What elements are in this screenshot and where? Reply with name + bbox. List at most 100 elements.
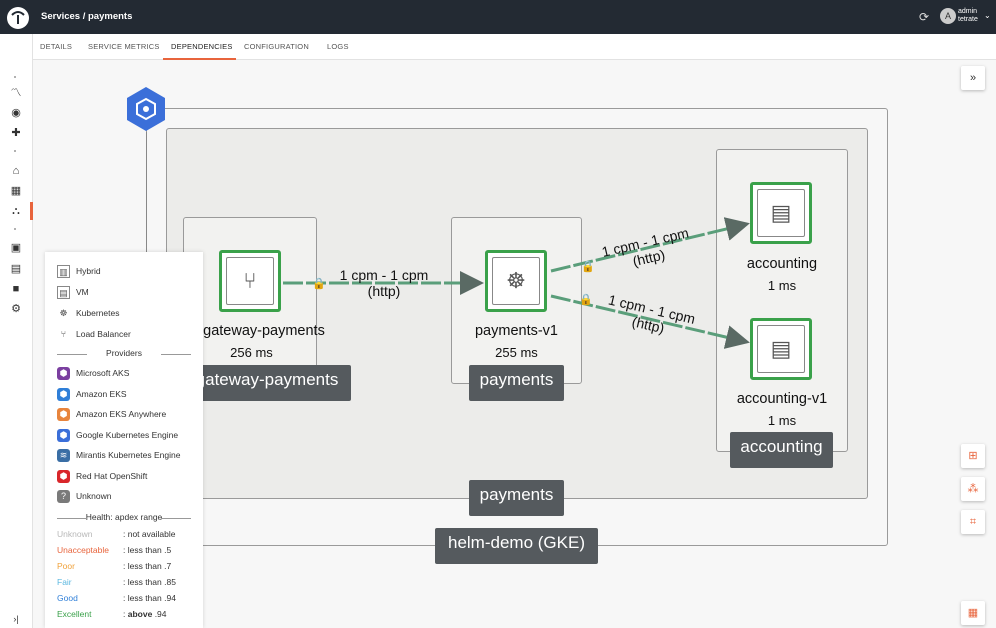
avatar[interactable]: A [940, 8, 956, 24]
legend-item: ≋Mirantis Kubernetes Engine [57, 448, 181, 463]
vm-icon: ▤ [57, 286, 70, 300]
lock-icon: 🔒 [312, 278, 326, 290]
legend-label: Load Balancer [76, 329, 131, 339]
hybrid-icon: ▥ [57, 265, 70, 279]
grid-icon[interactable]: ▦ [10, 185, 22, 197]
health-desc: : less than .7 [123, 561, 172, 571]
node-name: gateway-payments [203, 323, 325, 339]
health-desc: : less than .85 [123, 577, 176, 587]
tab-logs[interactable]: LOGS [327, 42, 349, 51]
breadcrumb[interactable]: Services / payments [41, 11, 133, 22]
legend-item: ⬢Amazon EKS Anywhere [57, 407, 166, 422]
node-latency: 256 ms [230, 345, 273, 360]
cluster-connector-line [146, 132, 147, 272]
health-name: Unknown [57, 529, 93, 539]
health-item: Poor : less than .7 [57, 559, 197, 573]
gke-provider-icon[interactable] [125, 86, 167, 132]
health-desc: : above .94 [123, 609, 167, 619]
user-menu[interactable]: admin tetrate [958, 8, 978, 24]
lock-icon: 🔒 [581, 261, 595, 273]
node-accounting-v1[interactable]: ▤ [750, 318, 812, 380]
tetrate-logo[interactable] [7, 7, 29, 29]
node-name: accounting-v1 [736, 391, 828, 407]
health-item: Unknown : not available [57, 527, 197, 541]
topology-icon[interactable]: ⛬ [12, 205, 20, 217]
vm-icon: ▤ [757, 189, 805, 237]
legend-item: ? Unknown [57, 489, 112, 504]
sidebar-active-indicator [30, 202, 33, 220]
legend-label: Red Hat OpenShift [76, 471, 148, 481]
chevron-down-icon[interactable]: ⌄ [984, 11, 991, 20]
cluster-view-button[interactable]: ⁂ [961, 477, 985, 501]
group-label-accounting[interactable]: accounting [730, 432, 833, 468]
namespace-label[interactable]: payments [469, 480, 564, 516]
health-name: Poor [57, 561, 75, 571]
legend-item: ▥ Hybrid [57, 264, 101, 279]
tab-configuration[interactable]: CONFIGURATION [244, 42, 309, 51]
calendar-button[interactable]: ▦ [961, 601, 985, 625]
fit-view-button[interactable]: ⌗ [961, 510, 985, 534]
node-name: payments-v1 [474, 323, 558, 339]
eks-icon: ⬢ [57, 388, 70, 402]
active-tab-indicator [163, 58, 236, 60]
tab-service-metrics[interactable]: SERVICE METRICS [88, 42, 160, 51]
health-item: Fair : less than .85 [57, 575, 197, 589]
node-latency: 1 ms [767, 278, 797, 293]
hierarchy-view-button[interactable]: ⊞ [961, 444, 985, 468]
tab-bar: DETAILS SERVICE METRICS DEPENDENCIES CON… [33, 34, 996, 60]
legend-label: Unknown [76, 491, 112, 501]
tab-details[interactable]: DETAILS [40, 42, 73, 51]
user-name: admin [958, 8, 978, 15]
health-desc-bold: above [127, 609, 153, 619]
load-balancer-icon: ⑂ [226, 257, 274, 305]
legend-item: ⑂ Load Balancer [57, 327, 131, 341]
tab-dependencies[interactable]: DEPENDENCIES [171, 42, 233, 51]
collapse-panel-button[interactable]: » [961, 66, 985, 90]
health-heading: Health: apdex range [57, 512, 191, 522]
node-gateway-payments[interactable]: ⑂ [219, 250, 281, 312]
legend-label: Kubernetes [76, 308, 120, 318]
legend-label: Mirantis Kubernetes Engine [76, 450, 181, 460]
kubernetes-icon: ☸ [492, 257, 540, 305]
top-bar: Services / payments ⟳ A admin tetrate ⌄ [0, 0, 996, 34]
health-name: Excellent [57, 609, 92, 619]
legend-label: Hybrid [76, 266, 101, 276]
node-latency: 1 ms [767, 413, 797, 428]
node-accounting[interactable]: ▤ [750, 182, 812, 244]
globe-icon[interactable]: ◉ [11, 107, 21, 119]
node-payments-v1[interactable]: ☸ [485, 250, 547, 312]
legend-panel: ▥Hybrid ▤VM ☸Kubernetes ⑂Load Balancer P… [45, 252, 203, 628]
health-desc: : less than .5 [123, 545, 172, 555]
id-badge-icon[interactable]: ▣ [10, 242, 22, 254]
legend-item: ⬢Google Kubernetes Engine [57, 428, 178, 443]
legend-item: ⬢Amazon EKS [57, 387, 127, 402]
edges-layer [283, 217, 750, 349]
group-label-gateway[interactable]: gateway-payments [183, 365, 351, 401]
node-latency: 255 ms [495, 345, 538, 360]
vm-icon: ▤ [757, 325, 805, 373]
health-desc: : not available [123, 529, 176, 539]
health-item: Excellent : above .94 [57, 607, 197, 621]
group-label-payments[interactable]: payments [469, 365, 564, 401]
gear-icon[interactable]: ⚙ [11, 303, 21, 315]
gke-icon: ⬢ [57, 429, 70, 443]
legend-label: VM [76, 287, 89, 297]
sidebar-divider [14, 76, 16, 78]
health-name: Fair [57, 577, 72, 587]
load-balancer-icon: ⑂ [60, 329, 67, 340]
log-icon[interactable]: ▤ [10, 263, 22, 275]
edge-payments-to-accounting[interactable] [550, 217, 750, 273]
edge-payments-to-accounting-v1[interactable] [550, 294, 750, 349]
trend-icon[interactable]: 〽 [10, 87, 22, 99]
node-name: accounting [746, 256, 818, 272]
health-name: Good [57, 593, 78, 603]
puzzle-icon[interactable]: ✚ [11, 127, 21, 139]
unknown-provider-icon: ? [57, 490, 70, 504]
health-desc-value: .94 [154, 609, 167, 619]
expand-sidebar-icon[interactable]: ›| [13, 614, 19, 624]
wasm-icon[interactable]: ■ [12, 283, 20, 295]
sidebar-divider [14, 150, 16, 152]
refresh-icon[interactable]: ⟳ [919, 10, 930, 24]
bank-icon[interactable]: ⌂ [12, 165, 20, 177]
cluster-label[interactable]: helm-demo (GKE) [435, 528, 598, 564]
